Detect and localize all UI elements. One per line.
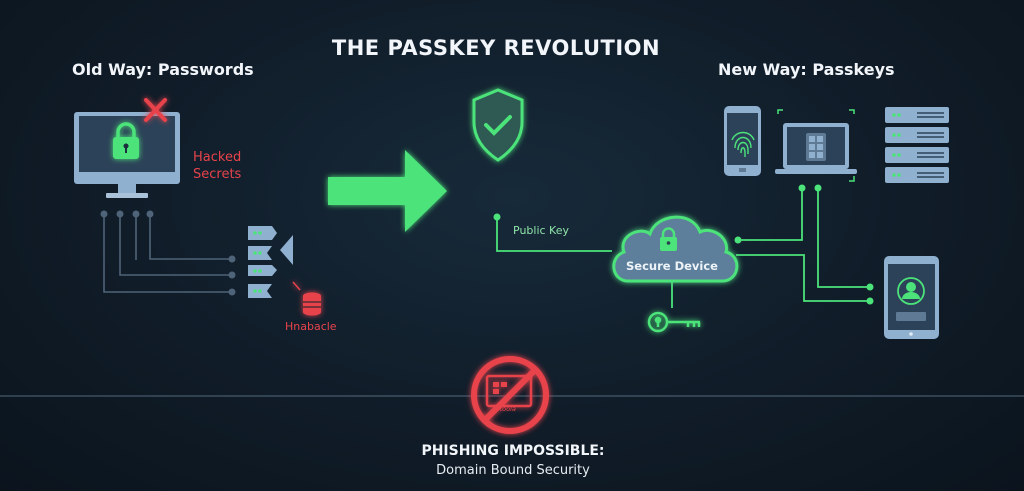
- secure-device-label: Secure Device: [626, 259, 718, 273]
- passkey-dots: [493, 184, 874, 305]
- server-rack-icon: [885, 107, 949, 183]
- phishing-blocked-icon: [471, 356, 549, 434]
- hacked-label: Hacked: [193, 150, 242, 165]
- laptop-icon: [775, 109, 857, 182]
- key-icon: [647, 311, 701, 333]
- database-label: Hnabacle: [285, 320, 337, 333]
- smartphone-fingerprint-icon: [724, 106, 761, 176]
- hacked-database-icon: [292, 281, 321, 316]
- new-way-heading: New Way: Passkeys: [718, 60, 895, 79]
- connection-dots: [100, 210, 236, 296]
- transition-arrow-icon: [328, 150, 447, 232]
- phishing-subheading: Domain Bound Security: [436, 463, 590, 478]
- page-title: THE PASSKEY REVOLUTION: [331, 36, 661, 60]
- old-way-heading: Old Way: Passwords: [72, 60, 254, 79]
- password-connection-lines: [103, 214, 232, 293]
- cloud-lock-icon: [660, 227, 677, 251]
- lock-icon: [113, 122, 139, 159]
- shield-check-icon: [472, 88, 524, 162]
- tablet-user-icon: [884, 256, 939, 339]
- red-x-icon: [144, 98, 167, 122]
- phishing-sign-text: Mtoola: [494, 405, 516, 413]
- phishing-heading: PHISHING IMPOSSIBLE:: [421, 443, 605, 459]
- secrets-label: Secrets: [193, 167, 242, 182]
- public-key-label: Public Key: [513, 224, 569, 237]
- broken-server-icon: [248, 226, 293, 298]
- passkey-connection-lines: [496, 188, 870, 308]
